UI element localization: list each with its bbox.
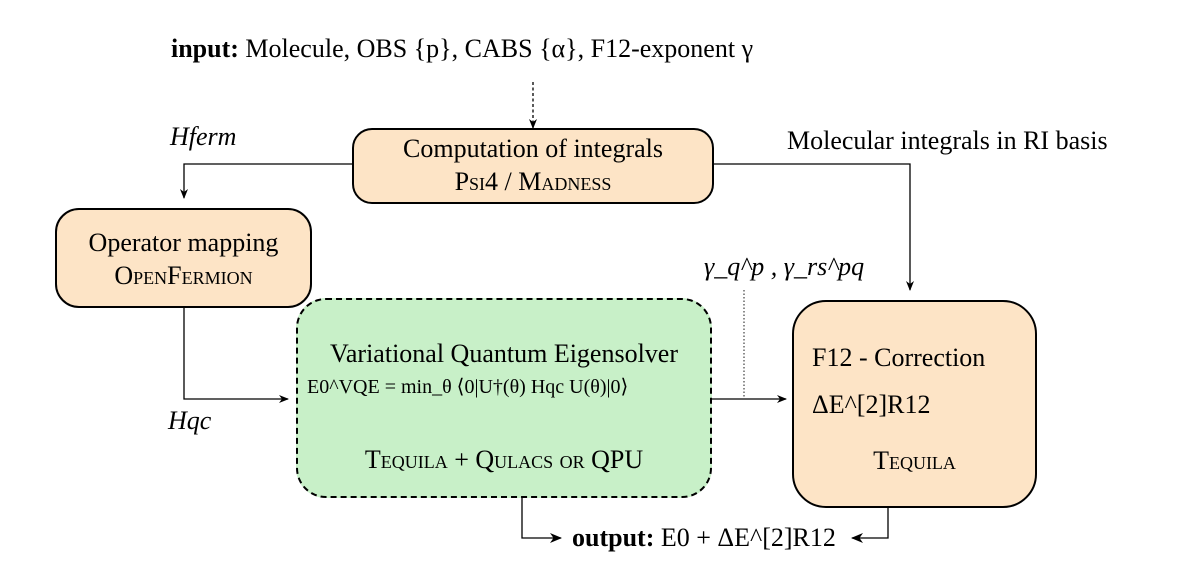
vqe-equation: E0^VQE = min_θ ⟨0|U†(θ) Hqc U(θ)|0⟩ (307, 374, 628, 399)
ri-basis-label: Molecular integrals in RI basis (787, 126, 1108, 155)
mapping-tool: OpenFermion (114, 261, 253, 290)
integrals-to-f12-arrow (714, 163, 914, 291)
vqe-equation-text: E0^VQE = min_θ ⟨0|U†(θ) Hqc U(θ)|0⟩ (307, 376, 629, 398)
input-label: input: (171, 34, 239, 63)
f12-to-output-arrow (851, 508, 889, 543)
mapping-title: Operator mapping (88, 228, 279, 257)
output-expr: E0 + ΔE^[2]R12 (660, 523, 836, 552)
h-qc-label: Hqc (168, 406, 212, 435)
vqe-to-output-arrow (521, 498, 562, 543)
input-text: Molecule, OBS {p}, CABS {α}, F12-exponen… (245, 34, 754, 63)
integrals-tools: Psi4 / Madness (454, 167, 612, 196)
f12-title: F12 - Correction (812, 343, 986, 372)
integrals-title: Computation of integrals (403, 134, 663, 163)
f12-tool: Tequila (873, 446, 956, 475)
h-ferm-label: Hferm (170, 122, 237, 151)
integrals-to-mapping-arrow (180, 163, 352, 199)
input-line: input: Molecule, OBS {p}, CABS {α}, F12-… (171, 34, 753, 64)
output-label: output: (572, 523, 655, 552)
vqe-title: Variational Quantum Eigensolver (329, 339, 679, 368)
vqe-box (296, 298, 712, 498)
output-line: output: E0 + ΔE^[2]R12 (572, 523, 836, 553)
integrals-box (352, 128, 714, 204)
rdm-label: γ_q^p , γ_rs^pq (704, 252, 865, 281)
f12-term: ΔE^[2]R12 (812, 390, 931, 419)
mapping-box (55, 208, 312, 308)
mapping-to-vqe-arrow (183, 308, 289, 403)
f12-box (792, 300, 1037, 508)
vqe-tools: Tequila + Qulacs or QPU (364, 445, 644, 474)
